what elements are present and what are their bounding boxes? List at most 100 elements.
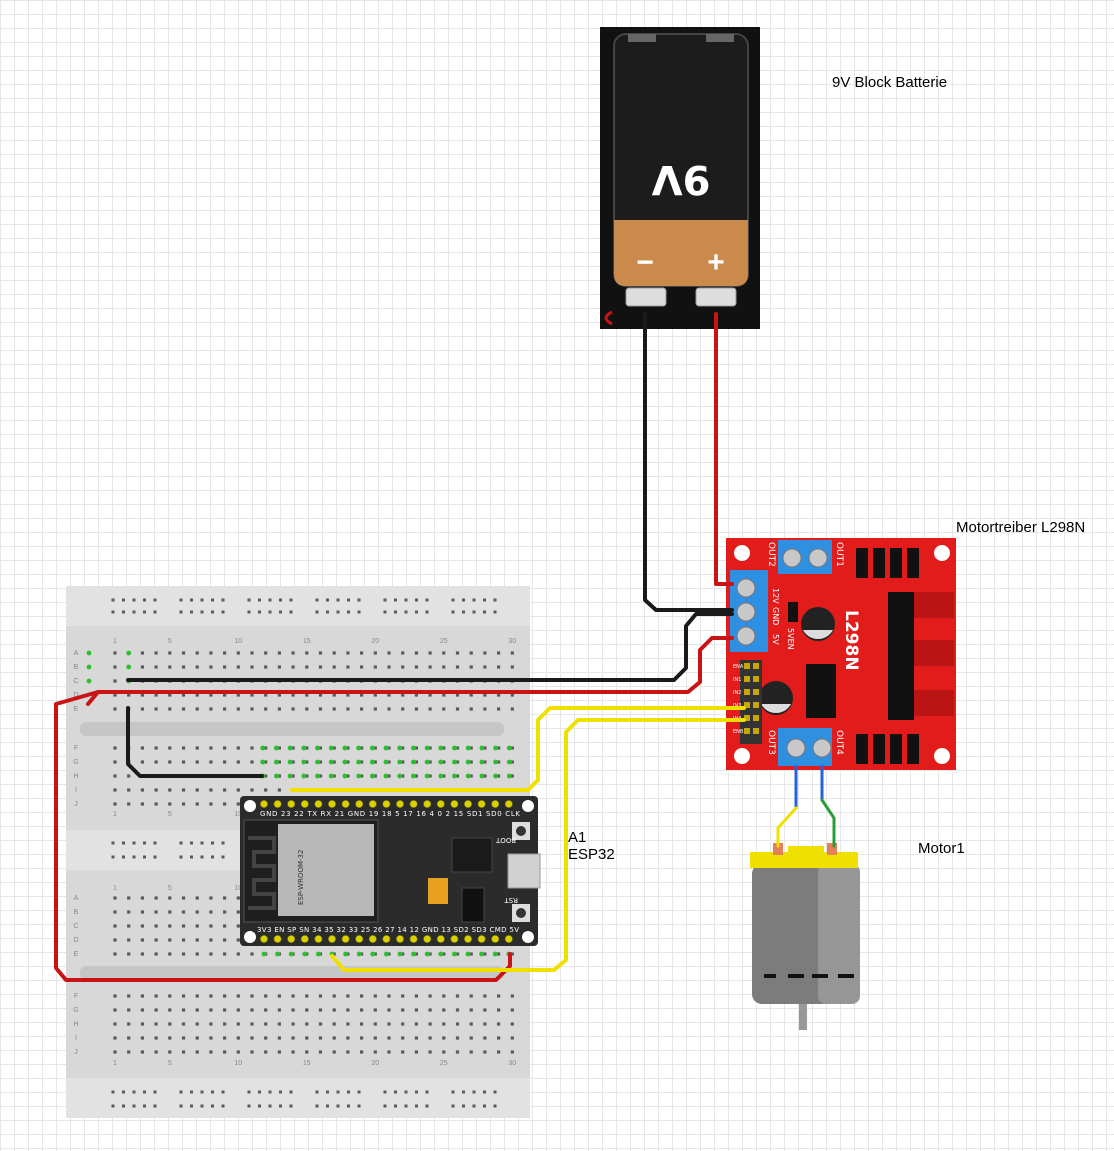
boot-label: BOOT [495, 836, 516, 844]
wire-signal-in1 [290, 706, 746, 792]
label-out4: OUT4 [834, 730, 844, 755]
column-number: 30 [508, 638, 516, 645]
wire-battery-negative [643, 312, 734, 612]
wire-ground-jumper [126, 706, 264, 778]
column-number: 25 [440, 638, 448, 645]
tantal-cap [428, 878, 448, 904]
column-number: 30 [508, 1060, 516, 1067]
chip-label: L298N [841, 610, 861, 671]
wire-5v-loop [54, 690, 512, 982]
mount-hole-br [934, 748, 950, 764]
column-number: 5 [168, 811, 172, 818]
column-number: 10 [234, 638, 242, 645]
micro-usb-port [507, 853, 541, 889]
row-letter: J [74, 801, 78, 808]
motor-end-cap [750, 852, 858, 868]
esp32-name-label: ESP32 [568, 846, 615, 863]
center-channel [80, 722, 504, 736]
power-rail-bottom [66, 1078, 530, 1118]
esp32-ref-label: A1 [568, 829, 587, 846]
row-letter: E [74, 951, 79, 958]
mount-hole-bl [734, 748, 750, 764]
column-number: 5 [168, 638, 172, 645]
column-number: 20 [371, 638, 379, 645]
wire-motor-green-tail [820, 798, 836, 848]
l298n-chip [888, 592, 914, 720]
row-letter: I [75, 1035, 77, 1042]
label-gnd: GND [771, 607, 780, 625]
column-number: 10 [234, 885, 242, 892]
row-letter: H [73, 773, 78, 780]
battery-terminal-minus [625, 287, 667, 307]
battery-contact-plus [706, 34, 734, 42]
esp32-devkit: ESP-WROOM-32 BOOT RST GND 23 22 TX RX 21… [240, 796, 541, 946]
row-letter: B [74, 909, 79, 916]
row-letter: F [74, 745, 78, 752]
column-number: 10 [234, 811, 242, 818]
row-letter: B [74, 664, 79, 671]
row-letter: J [74, 1049, 78, 1056]
row-letter: D [73, 937, 78, 944]
column-number: 25 [440, 1060, 448, 1067]
rst-label: RST [504, 896, 518, 904]
battery-label: 9V Block Batterie [832, 74, 948, 91]
label-out2: OUT2 [766, 542, 776, 567]
module-shield [278, 824, 374, 916]
column-number: 1 [113, 638, 117, 645]
label-12v: 12V [771, 588, 780, 604]
battery-contact-minus [628, 34, 656, 42]
column-number: 15 [303, 638, 311, 645]
row-letter: F [74, 993, 78, 1000]
row-letter: E [74, 706, 79, 713]
power-rail-top [66, 586, 530, 626]
row-letter: A [74, 650, 79, 657]
mount-hole-tl [734, 545, 750, 561]
label-out1: OUT1 [834, 542, 844, 567]
column-number: 1 [113, 1060, 117, 1067]
battery-minus-sign: − [636, 246, 654, 279]
header-label: ENA [733, 664, 744, 670]
row-letter: G [73, 1007, 78, 1014]
battery-copper-band [614, 220, 748, 286]
motor-label: Motor1 [918, 840, 965, 857]
module-label: ESP-WROOM-32 [297, 850, 305, 905]
usb-uart-chip [451, 837, 493, 873]
motor-driver-l298n: L298N OUT2 OUT1 OUT3 OUT4 12V GND 5V 5VE… [726, 538, 956, 770]
mount-hole-tr [934, 545, 950, 561]
column-number: 10 [234, 1060, 242, 1067]
column-number: 5 [168, 1060, 172, 1067]
row-letter: D [73, 692, 78, 699]
wire-motor-blue-tail [776, 806, 798, 848]
battery-voltage-text: 9V [652, 156, 711, 202]
label-5v: 5V [771, 634, 780, 645]
header-label: IN2 [733, 690, 741, 696]
column-number: 1 [113, 885, 117, 892]
wires [54, 312, 836, 982]
esp32-top-pin-labels: GND 23 22 TX RX 21 GND 19 18 5 17 16 4 0… [260, 810, 520, 818]
wire-battery-positive [714, 312, 734, 586]
row-letter: I [75, 787, 77, 794]
esp32-bottom-pin-labels: 3V3 EN SP SN 34 35 32 33 25 26 27 14 12 … [257, 926, 519, 934]
column-number: 5 [168, 885, 172, 892]
battery-plus-sign: + [707, 246, 725, 279]
driver-label: Motortreiber L298N [956, 519, 1086, 536]
column-number: 1 [113, 811, 117, 818]
motor-shaft [799, 1004, 807, 1030]
wire-ground-to-breadboard [126, 612, 734, 682]
wire-signal-in2 [330, 718, 746, 972]
column-number: 15 [303, 1060, 311, 1067]
header-label: ENB [733, 729, 744, 735]
label-out3: OUT3 [766, 730, 776, 755]
battery-9v: 9V − + [600, 27, 760, 329]
row-letter: H [73, 1021, 78, 1028]
battery-terminal-plus [695, 287, 737, 307]
voltage-regulator [806, 664, 836, 718]
row-letter: G [73, 759, 78, 766]
column-number: 20 [371, 1060, 379, 1067]
label-5ven: 5VEN [786, 628, 795, 650]
dc-motor [750, 843, 860, 1030]
row-letter: A [74, 895, 79, 902]
breadboard-labels: AABBCCDDEEFFGGHHIIJJ11115555101010101515… [73, 638, 516, 1067]
row-letter: C [73, 923, 78, 930]
